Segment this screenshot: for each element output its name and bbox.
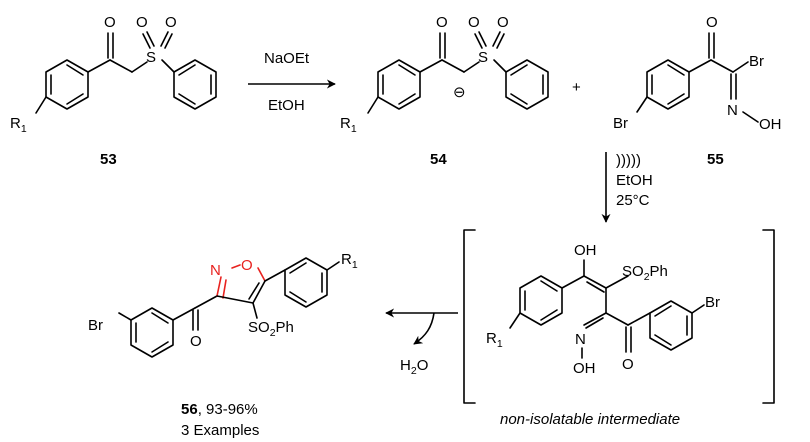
ring-bromine: Br <box>88 317 103 334</box>
temperature-label: 25°C <box>616 192 650 209</box>
oxime-hydroxyl: OH <box>759 116 782 133</box>
bromoaryl-ring <box>649 300 693 351</box>
bromoaryl-ring <box>646 59 690 110</box>
water-byproduct: H2O <box>400 357 428 377</box>
sulfur-atom: S <box>146 49 156 66</box>
examples-count: 3 Examples <box>181 422 259 439</box>
intermediate-structure: R1 OH SO2Ph N OH O Br non-isolatable int… <box>486 242 720 428</box>
hydroximoyl-bromine: Br <box>749 53 764 70</box>
sulfonyl-oxygen-right: O <box>497 14 509 31</box>
solvent-label: EtOH <box>268 97 305 114</box>
reaction-arrow-step3: H2O <box>385 308 458 377</box>
aryl-ring <box>377 59 421 110</box>
sulfonyl-phenyl: SO2Ph <box>622 263 668 283</box>
compound-54: R1 O ⊖ S O O 54 <box>340 14 549 168</box>
reaction-arrow-step2: ))))) EtOH 25°C <box>601 152 653 223</box>
r1-substituent: R1 <box>10 115 27 135</box>
r1-substituent: R1 <box>341 251 358 271</box>
intermediate-label: non-isolatable intermediate <box>500 411 680 428</box>
sulfur-atom: S <box>478 49 488 66</box>
carbonyl-oxygen: O <box>706 14 718 31</box>
oxime-nitrogen: N <box>575 331 586 348</box>
r1-substituent: R1 <box>340 115 357 135</box>
sulfonyl-oxygen-left: O <box>468 14 480 31</box>
phenyl-ring <box>505 59 549 110</box>
carbonyl-oxygen: O <box>436 14 448 31</box>
isoxazole-ring: N O <box>210 257 266 304</box>
sulfonyl-oxygen-left: O <box>136 14 148 31</box>
reaction-arrow-step1: NaOEt EtOH <box>248 50 336 114</box>
compound-number-55: 55 <box>707 151 724 168</box>
compound-53: R1 O S O O 53 <box>10 14 217 168</box>
sulfonyl-oxygen-right: O <box>165 14 177 31</box>
compound-55: Br O Br N OH 55 <box>613 14 782 168</box>
bromoaryl-ring <box>130 307 174 358</box>
intermediate-bracket <box>463 229 775 404</box>
ultrasound-symbol: ))))) <box>616 152 641 169</box>
carbonyl-oxygen: O <box>622 356 634 373</box>
isoxazole-nitrogen: N <box>210 262 221 279</box>
r1-substituent: R1 <box>486 330 503 350</box>
aryl-ring-r1 <box>284 257 328 308</box>
carbanion-charge: ⊖ <box>453 84 466 101</box>
ring-bromine: Br <box>705 294 720 311</box>
sulfonyl-phenyl: SO2Ph <box>248 319 294 339</box>
compound-number-56: 56, 93-96% <box>181 401 258 418</box>
carbonyl-oxygen: O <box>104 14 116 31</box>
phenyl-ring <box>173 59 217 110</box>
plus-sign: + <box>572 79 581 96</box>
isoxazole-oxygen: O <box>241 257 253 274</box>
aryl-ring <box>45 59 89 110</box>
solvent-label: EtOH <box>616 172 653 189</box>
aryl-ring-r1 <box>519 275 563 326</box>
enol-hydroxyl: OH <box>574 242 597 259</box>
reagent-label: NaOEt <box>264 50 310 67</box>
oxime-nitrogen: N <box>727 102 738 119</box>
compound-number-53: 53 <box>100 151 117 168</box>
carbonyl-oxygen: O <box>190 333 202 350</box>
ring-bromine: Br <box>613 115 628 132</box>
compound-number-54: 54 <box>430 151 447 168</box>
compound-56: Br O N O SO2Ph R1 56, 93-96% 3 Examp <box>88 251 358 439</box>
oxime-hydroxyl: OH <box>573 360 596 377</box>
